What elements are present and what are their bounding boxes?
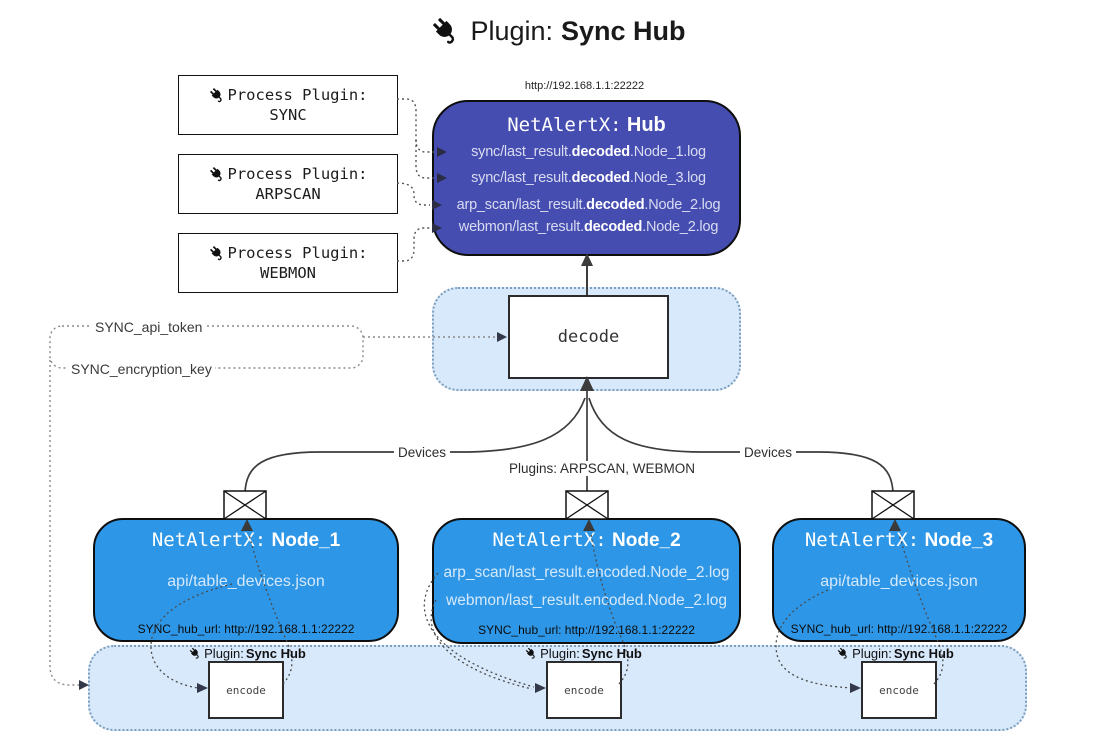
encode-box-3: encode (861, 661, 937, 719)
hub-url-label: http://192.168.1.1:22222 (524, 80, 645, 92)
node-1-box: NetAlertX: Node_1 api/table_devices.json… (93, 518, 399, 642)
sync-encryption-key-label: SYNC_encryption_key (68, 361, 215, 377)
process-plugin-name: SYNC (269, 106, 307, 124)
envelope-icon (223, 490, 267, 520)
hub-title-name: Hub (626, 114, 666, 136)
plug-icon (209, 166, 222, 181)
page-title: Plugin: Sync Hub (0, 16, 1117, 47)
encoder-plugin-label: Plugin: Sync Hub (160, 646, 335, 661)
edge-label-devices-left: Devices (394, 445, 451, 460)
process-plugin-name: WEBMON (260, 264, 316, 282)
edge-label-plugins: Plugins: ARPSCAN, WEBMON (505, 461, 700, 476)
node-file-line: arp_scan/last_result.encoded.Node_2.log (443, 564, 730, 581)
node-title: NetAlertX: Node_1 (151, 529, 341, 551)
hub-box: NetAlertX: Hub sync/last_result.decoded.… (432, 100, 741, 256)
node-file-line: api/table_devices.json (820, 573, 978, 590)
plug-icon (525, 647, 535, 659)
edge-label-devices-right: Devices (740, 445, 797, 460)
hub-log-line: arp_scan/last_result.decoded.Node_2.log (456, 197, 721, 213)
hub-log-line: sync/last_result.decoded.Node_3.log (471, 170, 706, 186)
process-plugin-name: ARPSCAN (255, 185, 321, 203)
sync-api-token-label: SYNC_api_token (92, 319, 206, 335)
hub-log-line: sync/last_result.decoded.Node_1.log (471, 144, 706, 160)
node-hub-url: SYNC_hub_url: http://192.168.1.1:22222 (137, 622, 355, 636)
hub-title-prefix: NetAlertX: (507, 114, 622, 136)
plug-icon (209, 245, 222, 260)
hub-title: NetAlertX: Hub (434, 114, 739, 137)
node-title: NetAlertX: Node_2 (492, 529, 681, 551)
encoder-plugin-label: Plugin: Sync Hub (808, 646, 983, 661)
process-plugin-sync: Process Plugin: SYNC (178, 75, 398, 135)
title-label: Plugin: (470, 16, 554, 46)
hub-log-line: webmon/last_result.decoded.Node_2.log (458, 219, 719, 235)
decode-box: decode (508, 295, 669, 379)
plug-icon (189, 647, 199, 659)
node-3-box: NetAlertX: Node_3 api/table_devices.json… (772, 518, 1026, 642)
node-2-box: NetAlertX: Node_2 arp_scan/last_result.e… (432, 518, 741, 644)
node-file-line: webmon/last_result.encoded.Node_2.log (446, 592, 727, 609)
encoder-plugin-label: Plugin: Sync Hub (496, 646, 671, 661)
process-plugin-label: Process Plugin: (227, 244, 368, 262)
node-hub-url: SYNC_hub_url: http://192.168.1.1:22222 (478, 623, 695, 637)
process-plugin-webmon: Process Plugin: WEBMON (178, 233, 398, 293)
envelope-icon (565, 490, 609, 520)
plugin-to-hub-links (396, 98, 434, 262)
envelope-icon (871, 490, 915, 520)
process-plugin-label: Process Plugin: (227, 165, 368, 183)
title-name: Sync Hub (561, 16, 686, 46)
plug-icon (209, 87, 222, 102)
encode-box-2: encode (546, 661, 622, 719)
plug-icon (433, 18, 455, 44)
encode-box-1: encode (208, 661, 284, 719)
node-hub-url: SYNC_hub_url: http://192.168.1.1:22222 (790, 622, 1008, 636)
process-plugin-arpscan: Process Plugin: ARPSCAN (178, 154, 398, 214)
plug-icon (837, 647, 847, 659)
node-file-line: api/table_devices.json (167, 573, 325, 590)
node-title: NetAlertX: Node_3 (804, 529, 994, 551)
process-plugin-label: Process Plugin: (227, 86, 368, 104)
